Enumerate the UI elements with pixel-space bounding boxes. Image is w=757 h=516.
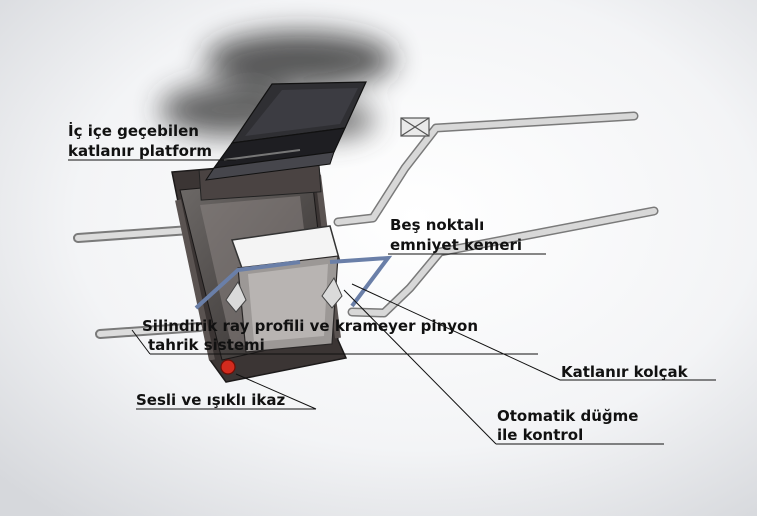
armrest-frame [194, 225, 393, 353]
belt-label-line1: Beş noktalı [390, 216, 484, 234]
rail-label-line2: tahrik sistemi [148, 336, 265, 354]
folding-platform [204, 81, 367, 181]
platform-label-line1: İç içe geçebilen [68, 121, 199, 140]
button-label-line2: ile kontrol [497, 426, 583, 444]
armrest-label: Katlanır kolçak [561, 363, 689, 381]
alarm-light [220, 359, 236, 375]
leader-lines [68, 159, 716, 445]
platform-label-line2: katlanır platform [68, 142, 212, 160]
belt-label-line2: emniyet kemeri [390, 236, 522, 254]
button-label-line1: Otomatik düğme [497, 407, 638, 425]
rail-system [73, 111, 659, 339]
alarm-label: Sesli ve ışıklı ikaz [136, 391, 286, 409]
end-stop-box [400, 117, 430, 137]
rail-label-line1: Silindirik ray profili ve krameyer pinyo… [142, 317, 478, 335]
